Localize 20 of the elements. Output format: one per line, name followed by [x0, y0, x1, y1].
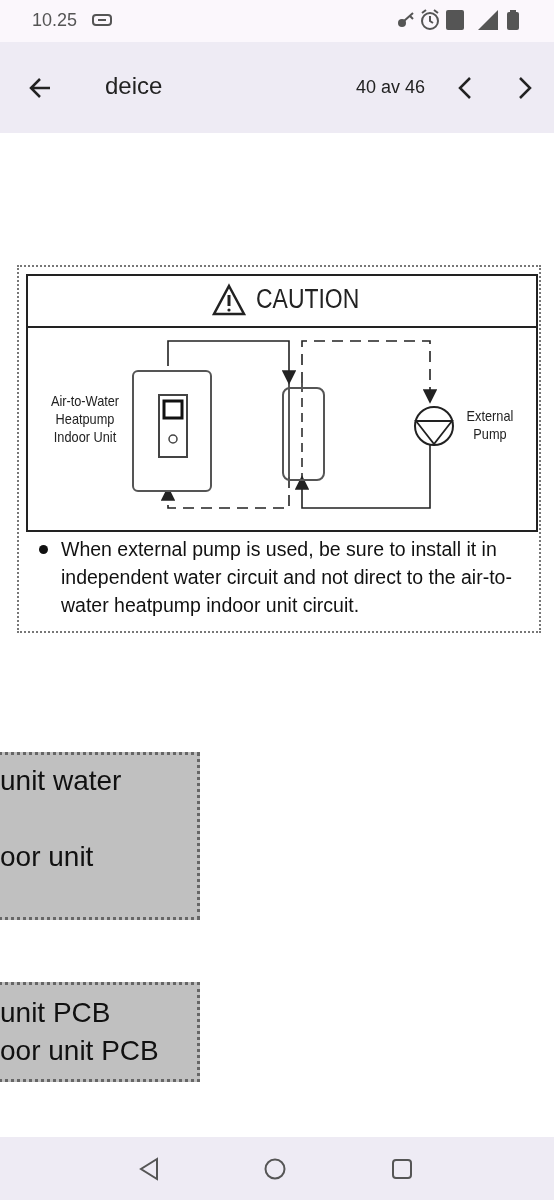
heat-exchanger [282, 387, 325, 481]
bullet-text: When external pump is used, be sure to install it in independent water circuit and not direct to the air-to-water heatpump indoor unit circuit. [61, 537, 513, 618]
note-box [0, 752, 200, 920]
caution-panel [17, 265, 541, 633]
note-text: unit PCB [0, 997, 111, 1029]
page-counter: 40 av 46 [356, 77, 426, 98]
unit-caption: Air-to-Water Heatpump Indoor Unit [49, 392, 121, 446]
caution-heading: CAUTION [256, 284, 360, 315]
status-time: 10.25 [32, 10, 78, 31]
document-title: deice [105, 72, 163, 100]
caution-box [26, 274, 538, 532]
note-text: unit water [0, 765, 122, 797]
unit-caption: External Pump [465, 407, 515, 443]
note-text: oor unit [0, 841, 94, 873]
indoor-unit [132, 370, 212, 492]
note-box [0, 982, 200, 1082]
pipe-arrow [301, 340, 438, 404]
pipe-arrow [167, 340, 297, 385]
pipe-arrow [160, 476, 290, 509]
note-text: oor unit PCB [0, 1035, 159, 1067]
